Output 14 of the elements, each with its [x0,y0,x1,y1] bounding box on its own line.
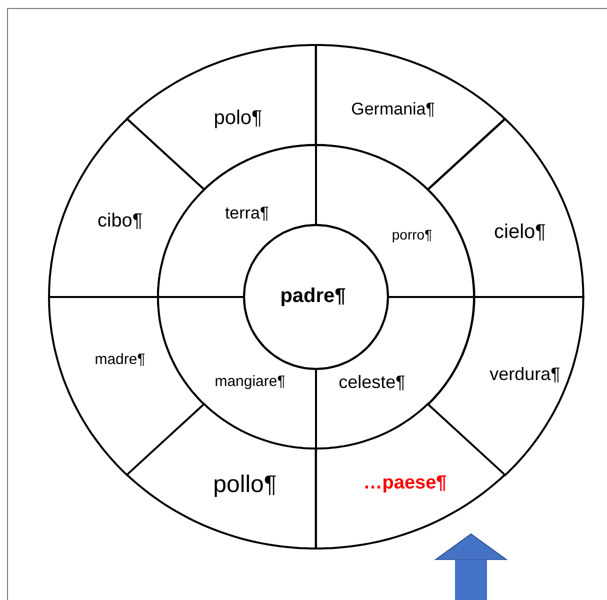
segment-label: mangiare¶ [214,374,286,390]
segment-label: polo¶ [214,107,262,129]
block-arrow [434,534,508,600]
segment-label: pollo¶ [213,472,277,498]
segment-label: padre¶ [280,285,346,307]
segment-label: cibo¶ [97,212,143,232]
segment-label: verdura¶ [490,365,560,385]
segment-label: …paese¶ [363,474,447,494]
segment-label: madre¶ [94,352,146,368]
segment-label: terra¶ [224,204,270,224]
segment-label: Germania¶ [351,100,435,120]
segment-label: cielo¶ [494,220,546,243]
segment-label: celeste¶ [338,373,406,393]
segment-label: porro¶ [392,227,432,243]
